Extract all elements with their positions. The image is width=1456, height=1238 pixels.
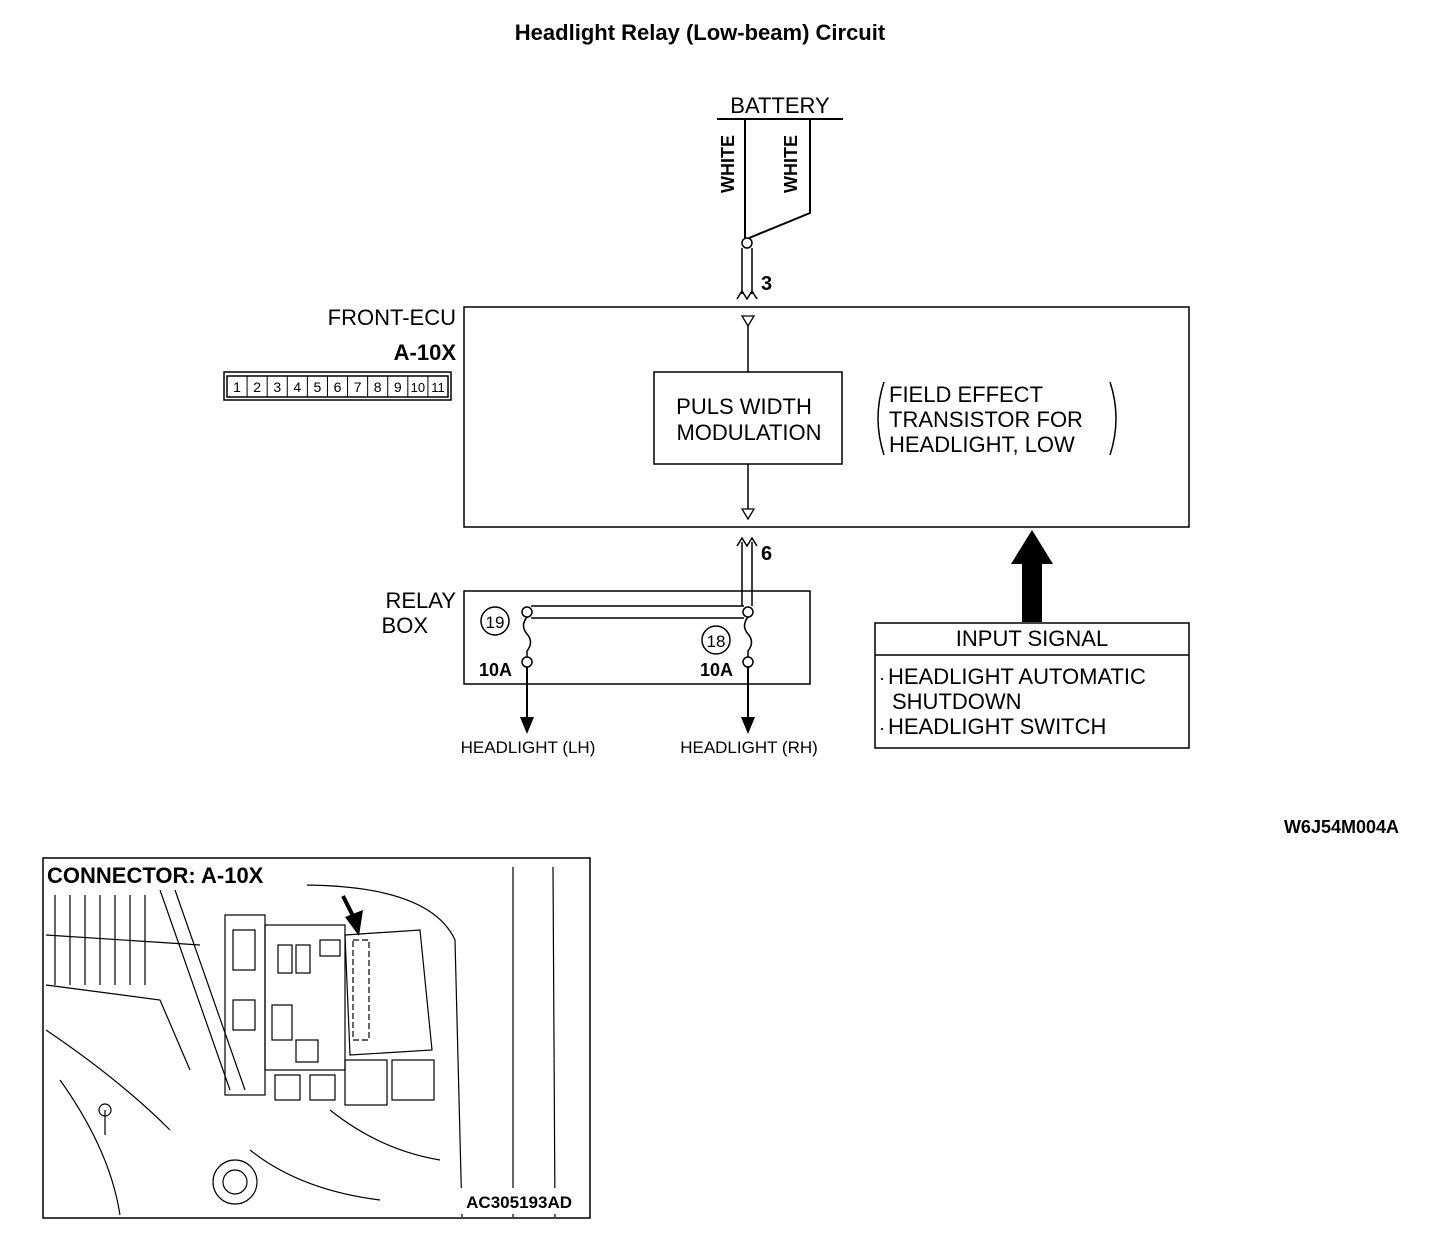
output-arrow-rh <box>741 667 755 734</box>
ecu-box <box>463 306 1190 528</box>
connector-pin: 2 <box>253 379 261 395</box>
note-line-3: HEADLIGHT, LOW <box>889 432 1075 457</box>
connector-pin: 5 <box>314 379 322 395</box>
bus-end-left <box>521 606 533 618</box>
battery-junction <box>741 237 753 249</box>
pwm-line-2: MODULATION <box>676 420 821 445</box>
fuse-19-element <box>522 616 532 657</box>
connector-pin: 6 <box>334 379 342 395</box>
output-label-lh: HEADLIGHT (LH) <box>461 738 596 757</box>
fuse-18-terminal <box>742 656 754 668</box>
fuse-18-element <box>743 616 753 657</box>
connector-photo: CONNECTOR: A-10X AC305193AD <box>42 857 591 1219</box>
note-line-1: FIELD EFFECT <box>889 382 1043 407</box>
relay-box <box>463 590 811 685</box>
pwm-line-1: PULS WIDTH <box>676 394 812 419</box>
engine-bay-drawing <box>45 866 556 1217</box>
battery-label: BATTERY <box>730 93 830 118</box>
connector-pin: 7 <box>354 379 362 395</box>
connector-pointer-arrow <box>341 895 363 936</box>
connector-pin: 8 <box>374 379 382 395</box>
ecu-connector-label: A-10X <box>394 340 457 365</box>
output-label-rh: HEADLIGHT (RH) <box>680 738 818 757</box>
connector-pin: 9 <box>394 379 402 395</box>
input-signal-header: INPUT SIGNAL <box>956 626 1108 651</box>
terminal-6-label: 6 <box>761 543 772 565</box>
ecu-input-arrow <box>740 315 756 328</box>
connector-pin: 1 <box>233 379 241 395</box>
bus-end-right <box>742 606 754 618</box>
input-bullet-1: · <box>879 668 885 688</box>
harness-out <box>736 536 758 606</box>
input-signal-arrow <box>1011 530 1053 622</box>
diagram-code: W6J54M004A <box>1284 817 1399 837</box>
relay-box-line-1: RELAY <box>385 588 456 613</box>
connector-pin: 4 <box>293 379 301 395</box>
connector-photo-code: AC305193AD <box>466 1193 572 1212</box>
diagram-title: Headlight Relay (Low-beam) Circuit <box>515 20 886 45</box>
fuse-19-terminal <box>521 656 533 668</box>
connector-pin: 11 <box>431 380 445 395</box>
ecu-output-arrow <box>740 508 756 521</box>
harness-in <box>736 248 758 301</box>
fuse-19-badge <box>480 606 510 636</box>
connector-pin: 10 <box>411 380 425 395</box>
connector-photo-title: CONNECTOR: A-10X <box>47 863 264 888</box>
connector-pin: 3 <box>273 379 281 395</box>
fuse-18-rating: 10A <box>700 660 733 680</box>
input-item-2: HEADLIGHT SWITCH <box>888 714 1106 739</box>
note-paren-close <box>1109 381 1117 456</box>
wire-color-right: WHITE <box>781 135 801 193</box>
fuse-18-number: 18 <box>707 632 726 651</box>
input-bullet-2: · <box>879 718 885 738</box>
relay-box-line-2: BOX <box>382 613 429 638</box>
fuse-19-rating: 10A <box>479 660 512 680</box>
terminal-3-label: 3 <box>761 273 772 295</box>
input-signal-box <box>874 622 1190 749</box>
battery-wires <box>744 119 811 240</box>
output-arrow-lh <box>520 667 534 734</box>
note-paren-open <box>877 381 885 456</box>
wire-color-left: WHITE <box>718 135 738 193</box>
relay-bus-bar <box>531 605 744 619</box>
input-item-1-line-2: SHUTDOWN <box>892 689 1022 714</box>
ecu-name: FRONT-ECU <box>328 305 456 330</box>
connector-photo-frame <box>42 857 591 1219</box>
input-item-1-line-1: HEADLIGHT AUTOMATIC <box>888 664 1146 689</box>
note-line-2: TRANSISTOR FOR <box>889 407 1083 432</box>
fuse-18-badge <box>701 625 731 655</box>
fuse-19-number: 19 <box>486 613 505 632</box>
